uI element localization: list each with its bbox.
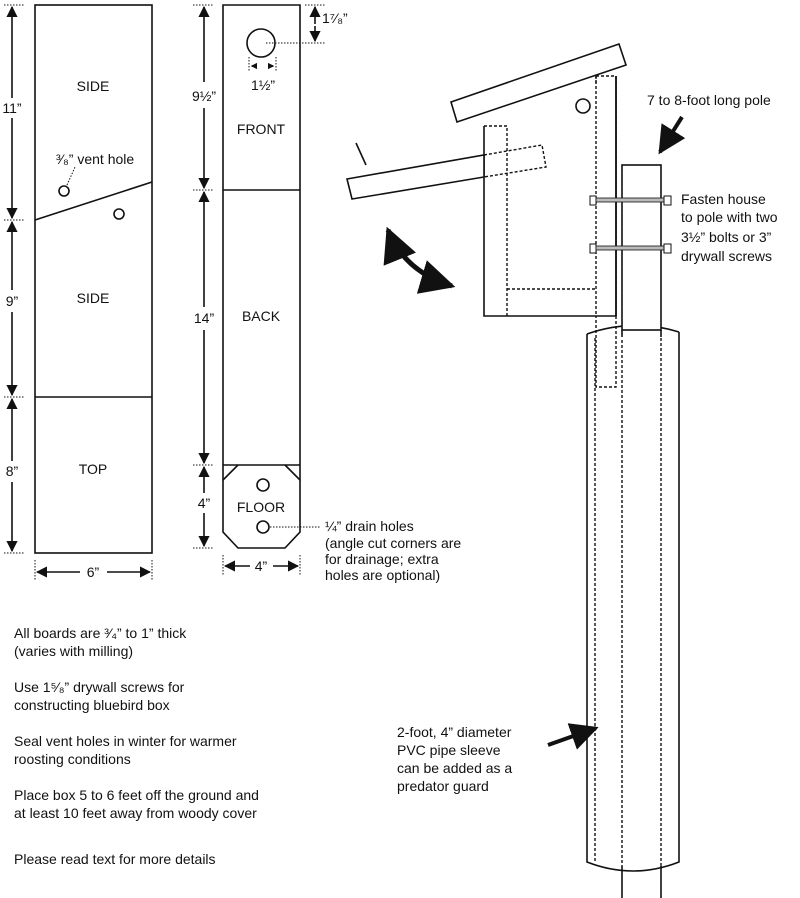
board-outline — [34, 4, 153, 554]
note: Place box 5 to 6 feet off the ground and — [14, 787, 259, 803]
nail-icon — [355, 142, 367, 166]
roof — [450, 42, 628, 124]
board-outline — [222, 4, 301, 549]
label-front: FRONT — [237, 121, 286, 137]
label-side-lower: SIDE — [77, 290, 110, 306]
note: Use 1⁵⁄₈” drywall screws for — [14, 679, 185, 695]
side-top-board: SIDE SIDE TOP ³⁄₈” vent hole 11” 9” 8” 6… — [2, 4, 153, 580]
svg-text:2-foot, 4” diameter: 2-foot, 4” diameter — [397, 724, 512, 740]
entrance-hole-icon — [246, 28, 276, 58]
side-cut-line — [34, 181, 153, 221]
vent-hole-icon — [58, 185, 70, 197]
svg-text:for drainage; extra: for drainage; extra — [325, 551, 439, 567]
dim-front-width: 4” — [255, 558, 268, 574]
svg-text:drywall screws: drywall screws — [681, 248, 772, 264]
label-pole: 7 to 8-foot long pole — [647, 92, 771, 108]
label-floor: FLOOR — [237, 499, 285, 515]
drain-hole-icon — [256, 520, 270, 534]
label-back: BACK — [242, 308, 281, 324]
back-board-hidden — [595, 75, 617, 388]
vent-hole-icon — [113, 208, 125, 220]
svg-text:¼” drain holes: ¼” drain holes — [325, 518, 414, 534]
dim-side-upper: 11” — [2, 100, 22, 116]
svg-text:Fasten house: Fasten house — [681, 191, 766, 207]
label-vent-hole: ³⁄₈” vent hole — [56, 151, 134, 167]
svg-text:3½” bolts or 3”: 3½” bolts or 3” — [681, 229, 772, 245]
dim-entrance-height: 1⁷⁄₈” — [322, 10, 348, 26]
bolt-icon — [589, 243, 672, 254]
drain-hole-icon — [256, 478, 270, 492]
svg-text:can be added as a: can be added as a — [397, 760, 512, 776]
front-back-floor-board: 1½” 1⁷⁄₈” FRONT BACK FLOOR 9½” 14” 4” 4”… — [192, 4, 461, 583]
label-top: TOP — [79, 461, 108, 477]
pole-arrow-icon — [658, 115, 686, 155]
label-side-upper: SIDE — [77, 78, 110, 94]
construction-notes: All boards are ³⁄₄” to 1” thick (varies … — [14, 625, 259, 867]
pvc-arrow-icon — [547, 723, 599, 750]
note: Please read text for more details — [14, 851, 216, 867]
svg-text:PVC pipe sleeve: PVC pipe sleeve — [397, 742, 501, 758]
assembled-house — [346, 42, 686, 898]
svg-text:holes are optional): holes are optional) — [325, 567, 440, 583]
svg-text:to pole with two: to pole with two — [681, 209, 778, 225]
note: All boards are ³⁄₄” to 1” thick — [14, 625, 187, 641]
dim-entrance-diameter: 1½” — [251, 77, 275, 93]
dim-back: 14” — [194, 310, 215, 326]
svg-text:(angle cut corners are: (angle cut corners are — [325, 535, 461, 551]
bolt-icon — [589, 195, 672, 206]
note: roosting conditions — [14, 751, 131, 767]
dim-side-lower: 9” — [6, 293, 19, 309]
note: at least 10 feet away from woody cover — [14, 805, 257, 821]
drain-holes-callout: ¼” drain holes (angle cut corners are fo… — [325, 518, 461, 583]
vent-hole-icon — [575, 98, 591, 114]
fasten-callout: Fasten house to pole with two 3½” bolts … — [681, 191, 778, 264]
note: Seal vent holes in winter for warmer — [14, 733, 237, 749]
note: constructing bluebird box — [14, 697, 170, 713]
swing-arrow-icon — [383, 226, 456, 294]
pvc-callout: 2-foot, 4” diameter PVC pipe sleeve can … — [397, 724, 512, 794]
dim-side-width: 6” — [87, 564, 100, 580]
dim-top: 8” — [6, 463, 19, 479]
dim-floor: 4” — [198, 495, 211, 511]
leader-line — [66, 166, 76, 186]
swing-open-front — [346, 154, 485, 200]
front-board-hidden — [484, 125, 508, 316]
dim-front: 9½” — [192, 88, 216, 104]
svg-text:predator guard: predator guard — [397, 778, 489, 794]
note: (varies with milling) — [14, 643, 133, 659]
pvc-pipe-sleeve — [586, 332, 680, 872]
